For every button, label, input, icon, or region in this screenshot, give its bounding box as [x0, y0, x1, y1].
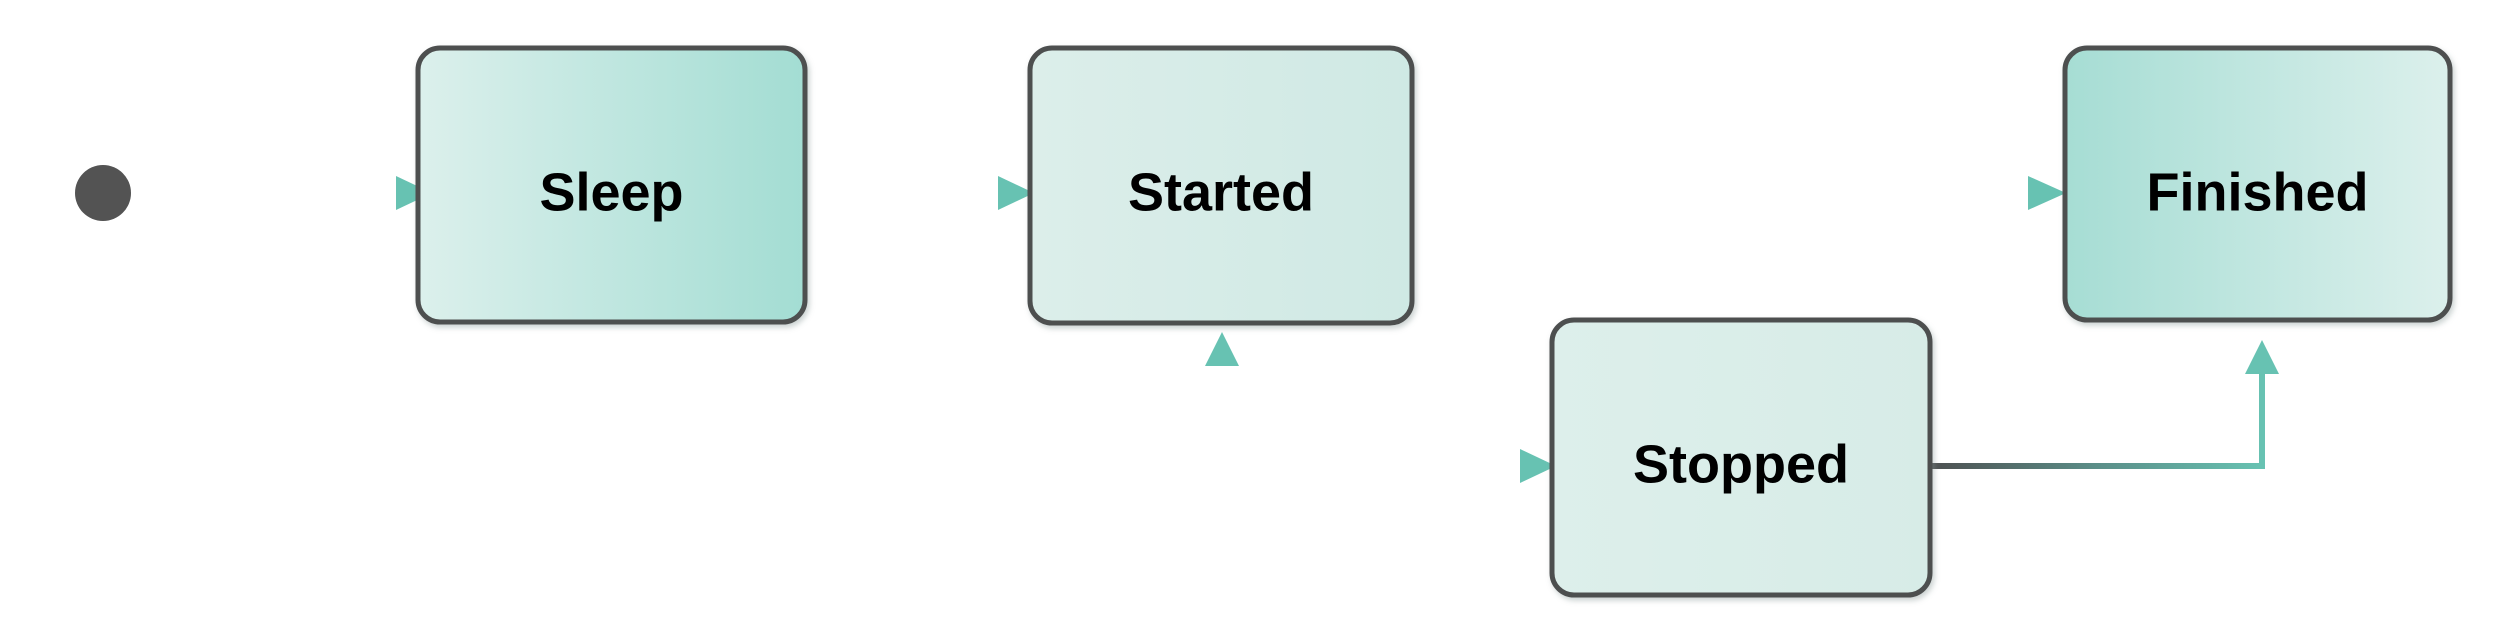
transition-line	[1930, 372, 2265, 469]
arrowhead-up-icon	[2245, 340, 2279, 374]
state-label-finished: Finished	[2146, 162, 2368, 222]
state-node-shape	[2062, 45, 2453, 323]
state-label-sleep: Sleep	[539, 162, 683, 222]
state-node-shape	[1027, 45, 1415, 326]
start-state-node[interactable]	[75, 165, 131, 221]
state-node-shape	[1549, 317, 1933, 598]
state-node-shape	[415, 45, 808, 325]
arrowhead-right-icon	[396, 176, 432, 210]
state-label-stopped: Stopped	[1633, 434, 1849, 494]
state-node-finished[interactable]: Finished	[2062, 45, 2453, 323]
transition-stopped-to-finished[interactable]	[1930, 340, 2279, 469]
arrowhead-right-icon	[998, 176, 1034, 210]
state-node-stopped[interactable]: Stopped	[1549, 317, 1933, 598]
transition-sleep-to-started[interactable]	[805, 176, 1034, 210]
arrowhead-right-icon	[2028, 176, 2066, 210]
state-node-started[interactable]: Started	[1027, 45, 1415, 326]
state-label-started: Started	[1128, 162, 1314, 222]
transition-branch-to-stopped[interactable]	[1219, 449, 1556, 483]
arrowhead-right-icon	[1520, 449, 1556, 483]
transition-branch-to-started[interactable]	[1205, 332, 1239, 469]
transition-started-to-finished[interactable]	[1412, 176, 2066, 210]
transition-start-to-sleep[interactable]	[131, 176, 432, 210]
arrowhead-up-icon	[1205, 332, 1239, 366]
state-node-sleep[interactable]: Sleep	[415, 45, 808, 325]
